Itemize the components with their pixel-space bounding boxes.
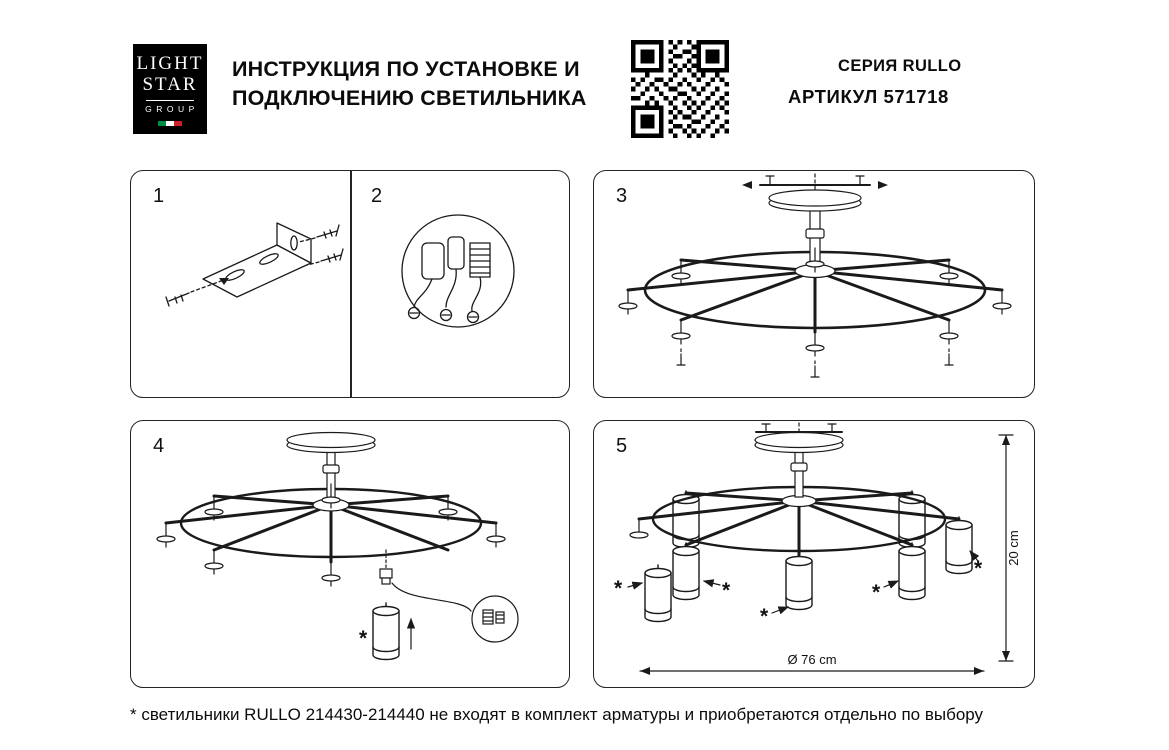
step-number-2: 2 [371,185,383,207]
step-number-1: 1 [153,185,165,207]
lightstar-logo: LIGHT STAR GROUP [133,44,207,134]
lamp-marker-asterisk: * [359,627,368,650]
finished-fixture-illustration: * * * * * 20 cm Ø 76 cm [614,422,1021,675]
footnote-text: * светильники RULLO 214430-214440 не вхо… [130,705,984,724]
lamp-marker-asterisk: * [614,577,623,600]
page-title: ИНСТРУКЦИЯ ПО УСТАНОВКЕ И ПОДКЛЮЧЕНИЮ СВ… [232,55,632,113]
logo-word-light: LIGHT [136,53,204,74]
qr-code-icon [631,40,729,138]
panel-steps-1-2: 1 2 [130,170,570,398]
logo-word-group: GROUP [145,104,199,114]
panel-step-4: 4 [130,420,570,688]
step-number-5: 5 [616,435,628,457]
wiring-connection-illustration [401,214,515,328]
article-label: АРТИКУЛ 571718 [788,86,949,107]
italy-flag-icon [158,121,182,126]
mounting-bracket-illustration [165,222,344,307]
lamp-marker-asterisk: * [974,557,983,580]
logo-word-star: STAR [142,74,198,95]
step-number-4: 4 [153,435,165,457]
lamp-marker-asterisk: * [872,581,881,604]
diameter-dimension-label: Ø 76 cm [787,652,836,667]
lamp-marker-asterisk: * [722,579,731,602]
frame-assembly-illustration [618,173,1012,378]
panel-step-3: 3 [593,170,1035,398]
page-title-line1: ИНСТРУКЦИЯ ПО УСТАНОВКЕ И [232,57,580,81]
logo-divider [146,100,194,101]
lamp-wiring-illustration: * [156,431,519,661]
series-label: СЕРИЯ RULLO [838,57,962,75]
lamp-marker-asterisk: * [760,605,769,628]
step-number-3: 3 [616,185,628,207]
panel-step-5: 5 [593,420,1035,688]
height-dimension-label: 20 cm [1006,530,1021,565]
page-title-line2: ПОДКЛЮЧЕНИЮ СВЕТИЛЬНИКА [232,86,587,110]
panel-divider [350,171,352,397]
